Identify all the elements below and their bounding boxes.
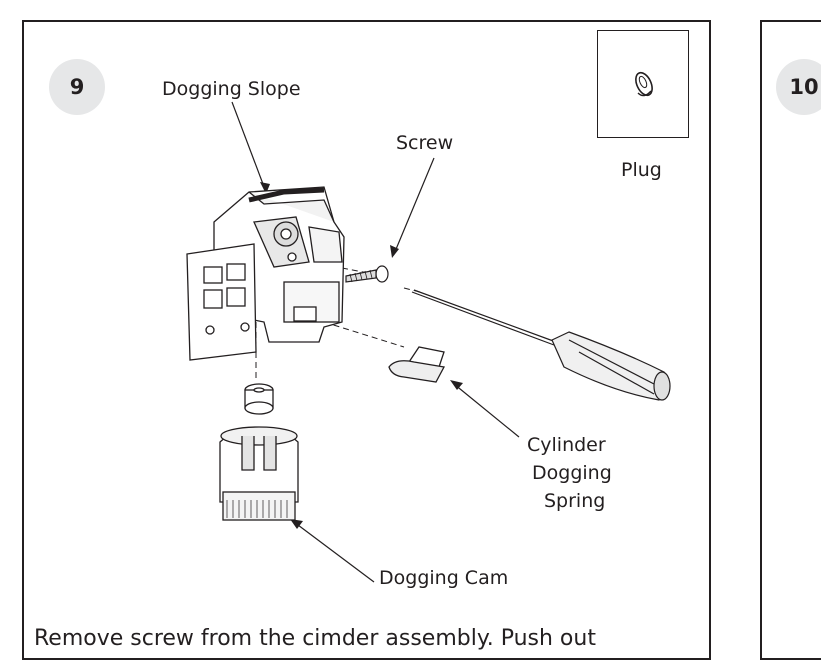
- dogging-spring: [388, 346, 445, 383]
- screwdriver: [411, 289, 671, 401]
- step-9-instruction: Remove screw from the cimder assembly. P…: [34, 626, 596, 651]
- step-number-10: 10: [789, 75, 819, 99]
- plug-label: Plug: [621, 159, 662, 181]
- step-number-badge: 9: [49, 59, 105, 115]
- screw-label: Screw: [396, 132, 454, 154]
- dogging-slope-label: Dogging Slope: [162, 78, 301, 100]
- step-number-badge-10: 10: [776, 59, 821, 115]
- bushing: [244, 383, 274, 415]
- dogging-slope-leader: [231, 101, 267, 193]
- mounting-plate: [186, 243, 257, 361]
- screw-part: [345, 265, 389, 283]
- cylinder-label-line1: Cylinder: [527, 434, 606, 456]
- step-number: 9: [69, 75, 85, 99]
- plug-inset: [597, 30, 689, 138]
- assembly-illustration: [186, 101, 671, 583]
- dogging-cam-label: Dogging Cam: [379, 567, 509, 589]
- plug-icon: [635, 71, 653, 97]
- step-10-panel: 10: [760, 20, 821, 660]
- cam-leader: [293, 521, 375, 583]
- step-9-panel: 9 Dogging Slope Screw Plug Cylinder Dogg…: [22, 20, 711, 660]
- screw-leader: [393, 157, 435, 255]
- cylinder-label-line3: Spring: [544, 490, 606, 512]
- cylinder-label-line2: Dogging: [532, 462, 612, 484]
- dogging-cam: [219, 426, 299, 521]
- spring-leader: [453, 383, 520, 438]
